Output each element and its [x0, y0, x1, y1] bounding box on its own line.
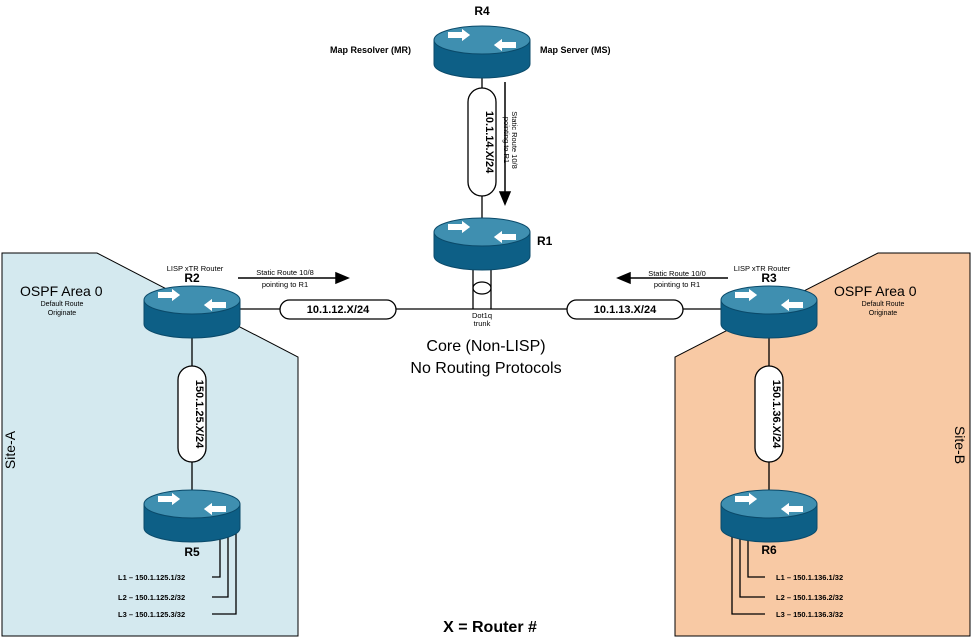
site-a-default-route-line1: Default Route	[41, 301, 84, 308]
r3-static-route-line2: pointing to R1	[654, 280, 700, 289]
link-r4-r1-label: 10.1.14.X/24	[483, 111, 495, 174]
r5-loopback-2-line	[212, 528, 229, 598]
r2-static-route-line2: pointing to R1	[262, 280, 308, 289]
r3-static-route-line1: Static Route 10/0	[648, 269, 706, 278]
site-a-area	[1, 252, 299, 637]
router-r4-label: R4	[474, 4, 490, 18]
router-r3-icon[interactable]	[720, 285, 818, 339]
router-r2-icon[interactable]	[143, 285, 241, 339]
link-r3-r6-label: 150.1.36.X/24	[770, 380, 782, 449]
router-r5-icon[interactable]	[143, 489, 241, 543]
r6-loopback-1: L1 – 150.1.136.1/32	[776, 573, 843, 582]
link-r1-r2-label: 10.1.12.X/24	[307, 304, 370, 316]
link-label-pills	[177, 87, 784, 463]
router-r6-icon[interactable]	[720, 489, 818, 543]
site-b-ospf-label: OSPF Area 0	[834, 283, 917, 299]
router-r6-label: R6	[761, 543, 777, 557]
r6-loopback-3-line	[731, 528, 765, 615]
r5-loopback-1: L1 – 150.1.125.1/32	[118, 573, 185, 582]
r5-loopback-3-line	[212, 528, 237, 615]
dot1q-trunk-symbol	[472, 281, 492, 295]
site-b-name-label: Site-B	[952, 426, 968, 464]
r6-loopback-3: L3 – 150.1.136.3/32	[776, 610, 843, 619]
link-r1-r3-label: 10.1.13.X/24	[594, 304, 657, 316]
r4-map-server-label: Map Server (MS)	[540, 45, 611, 55]
router-r3-label: R3	[761, 271, 777, 285]
footer-legend: X = Router #	[443, 619, 537, 636]
r6-loopback-2: L2 – 150.1.136.2/32	[776, 593, 843, 602]
router-r1-icon[interactable]	[433, 217, 531, 271]
site-a-default-route-line2: Originate	[48, 310, 77, 317]
r3-role-label: LISP xTR Router	[734, 264, 791, 273]
router-r1-label: R1	[537, 234, 553, 248]
r4-static-route-note: Static Route 10/8 pointing to R1	[502, 111, 519, 169]
router-r4-icon[interactable]	[433, 25, 531, 79]
site-b-default-route-line1: Default Route	[862, 301, 905, 308]
dot1q-label-line2: trunk	[474, 319, 491, 328]
site-a-ospf-label: OSPF Area 0	[20, 283, 103, 299]
r5-loopback-3: L3 – 150.1.125.3/32	[118, 610, 185, 619]
r2-role-label: LISP xTR Router	[167, 264, 224, 273]
svg-text:Static Route 10/8: Static Route 10/8	[510, 111, 519, 169]
link-r2-r5-label: 150.1.25.X/24	[193, 380, 205, 449]
r5-loopback-1-line	[212, 528, 221, 578]
r6-loopback-1-line	[747, 528, 765, 578]
site-b-default-route-line2: Originate	[869, 310, 898, 317]
core-label-line2: No Routing Protocols	[410, 360, 561, 377]
r5-loopback-2: L2 – 150.1.125.2/32	[118, 593, 185, 602]
router-r2-label: R2	[184, 271, 200, 285]
svg-text:pointing to R1: pointing to R1	[502, 117, 511, 163]
dot1q-label-line1: Dot1q	[472, 311, 492, 320]
router-r5-label: R5	[184, 545, 200, 559]
r6-loopback-2-line	[739, 528, 765, 598]
static-route-arrows	[238, 82, 728, 285]
core-label-line1: Core (Non-LISP)	[426, 338, 545, 355]
r2-static-route-line1: Static Route 10/8	[256, 268, 314, 277]
site-a-name-label: Site-A	[2, 430, 18, 469]
r4-map-resolver-label: Map Resolver (MR)	[330, 45, 411, 55]
